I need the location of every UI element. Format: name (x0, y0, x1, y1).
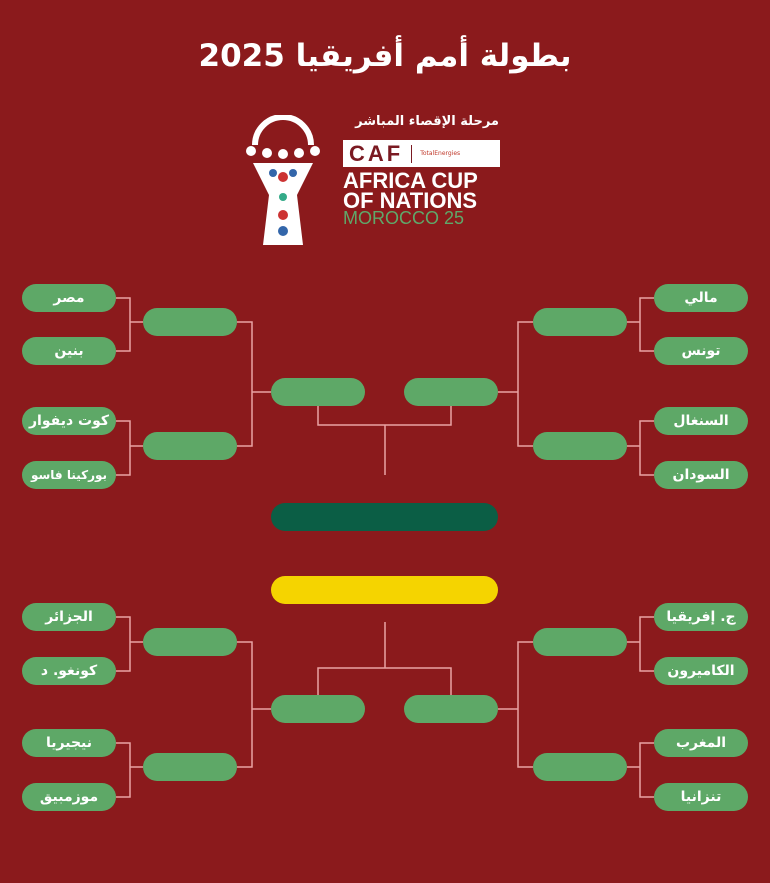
team-slot[interactable]: بوركينا فاسو (22, 461, 116, 489)
team-slot[interactable]: السنغال (654, 407, 748, 435)
stage-label: مرحلة الإقصاء المباشر (355, 114, 499, 129)
page-title: بطولة أمم أفريقيا 2025 (198, 38, 572, 74)
sponsor-label: TotalEnergies (420, 150, 461, 157)
caf-banner: CAF TotalEnergies (343, 140, 500, 167)
quarterfinal-slot[interactable] (143, 628, 237, 656)
team-slot[interactable]: كوت ديفوار (22, 407, 116, 435)
team-slot[interactable]: المغرب (654, 729, 748, 757)
quarterfinal-slot[interactable] (533, 308, 627, 336)
team-slot[interactable]: كونغو. د (22, 657, 116, 685)
team-slot[interactable]: الجزائر (22, 603, 116, 631)
logo-line1: AFRICA CUP (343, 168, 478, 193)
trophy-logo-icon (246, 115, 320, 245)
quarterfinal-slot[interactable] (533, 628, 627, 656)
caf-label: CAF (349, 140, 404, 166)
team-slot[interactable]: الكاميرون (654, 657, 748, 685)
quarterfinal-slot[interactable] (533, 432, 627, 460)
team-slot[interactable]: مالي (654, 284, 748, 312)
logo-line3: MOROCCO 25 (343, 208, 465, 228)
semifinal-slot[interactable] (404, 378, 498, 406)
divider (411, 144, 413, 163)
team-slot[interactable]: تنزانيا (654, 783, 748, 811)
team-slot[interactable]: ج. إفريقيا (654, 603, 748, 631)
team-slot[interactable]: بنين (22, 337, 116, 365)
quarterfinal-slot[interactable] (533, 753, 627, 781)
logo-line2: OF NATIONS (343, 188, 478, 213)
team-slot[interactable]: نيجيريا (22, 729, 116, 757)
team-slot[interactable]: تونس (654, 337, 748, 365)
team-slot[interactable]: موزمبيق (22, 783, 116, 811)
third-place-slot[interactable] (271, 576, 498, 604)
quarterfinal-slot[interactable] (143, 308, 237, 336)
team-slot[interactable]: السودان (654, 461, 748, 489)
quarterfinal-slot[interactable] (143, 753, 237, 781)
team-slot[interactable]: مصر (22, 284, 116, 312)
semifinal-slot[interactable] (404, 695, 498, 723)
final-slot[interactable] (271, 503, 498, 531)
semifinal-slot[interactable] (271, 695, 365, 723)
semifinal-slot[interactable] (271, 378, 365, 406)
quarterfinal-slot[interactable] (143, 432, 237, 460)
